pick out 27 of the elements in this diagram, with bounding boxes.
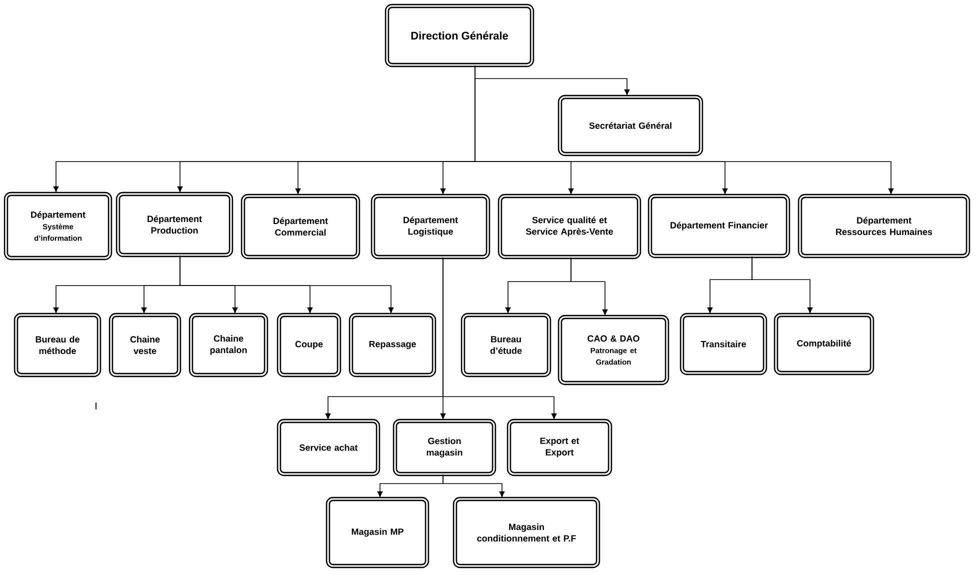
org-box: Magasin MP — [326, 496, 430, 568]
org-box: Département Commercial — [240, 194, 360, 260]
arrow — [180, 255, 394, 314]
org-box: Repassage — [348, 312, 436, 378]
org-box: Magasin conditionnement et P.F — [452, 496, 600, 568]
org-box: Gestion magasin — [392, 418, 496, 476]
org-box: Département Production — [116, 192, 234, 258]
org-box: Chaine veste — [108, 312, 182, 378]
org-box: Département Ressources Humaines — [798, 194, 970, 258]
arrow — [442, 474, 505, 498]
org-box: Service qualité et Service Après-Vente — [498, 194, 642, 260]
arrow — [570, 257, 608, 316]
arrow — [752, 256, 813, 314]
org-box: Transitaire — [680, 312, 768, 376]
org-box: Export et Export — [506, 418, 612, 476]
org-box: Comptabilité — [774, 312, 874, 376]
org-box: Coupe — [276, 312, 342, 378]
arrow — [474, 65, 894, 194]
org-box: Secrétariat Général — [558, 94, 704, 156]
org-box: Bureau d’étude — [460, 312, 552, 378]
org-box: Département Logistique — [370, 194, 490, 260]
org-box: Direction Générale — [384, 4, 534, 68]
org-box: Chaine pantalon — [188, 312, 268, 378]
org-box: Bureau de méthode — [14, 312, 102, 378]
org-box: Service achat — [276, 418, 380, 476]
org-box: Département Financier — [648, 194, 790, 258]
arrow — [442, 257, 557, 420]
